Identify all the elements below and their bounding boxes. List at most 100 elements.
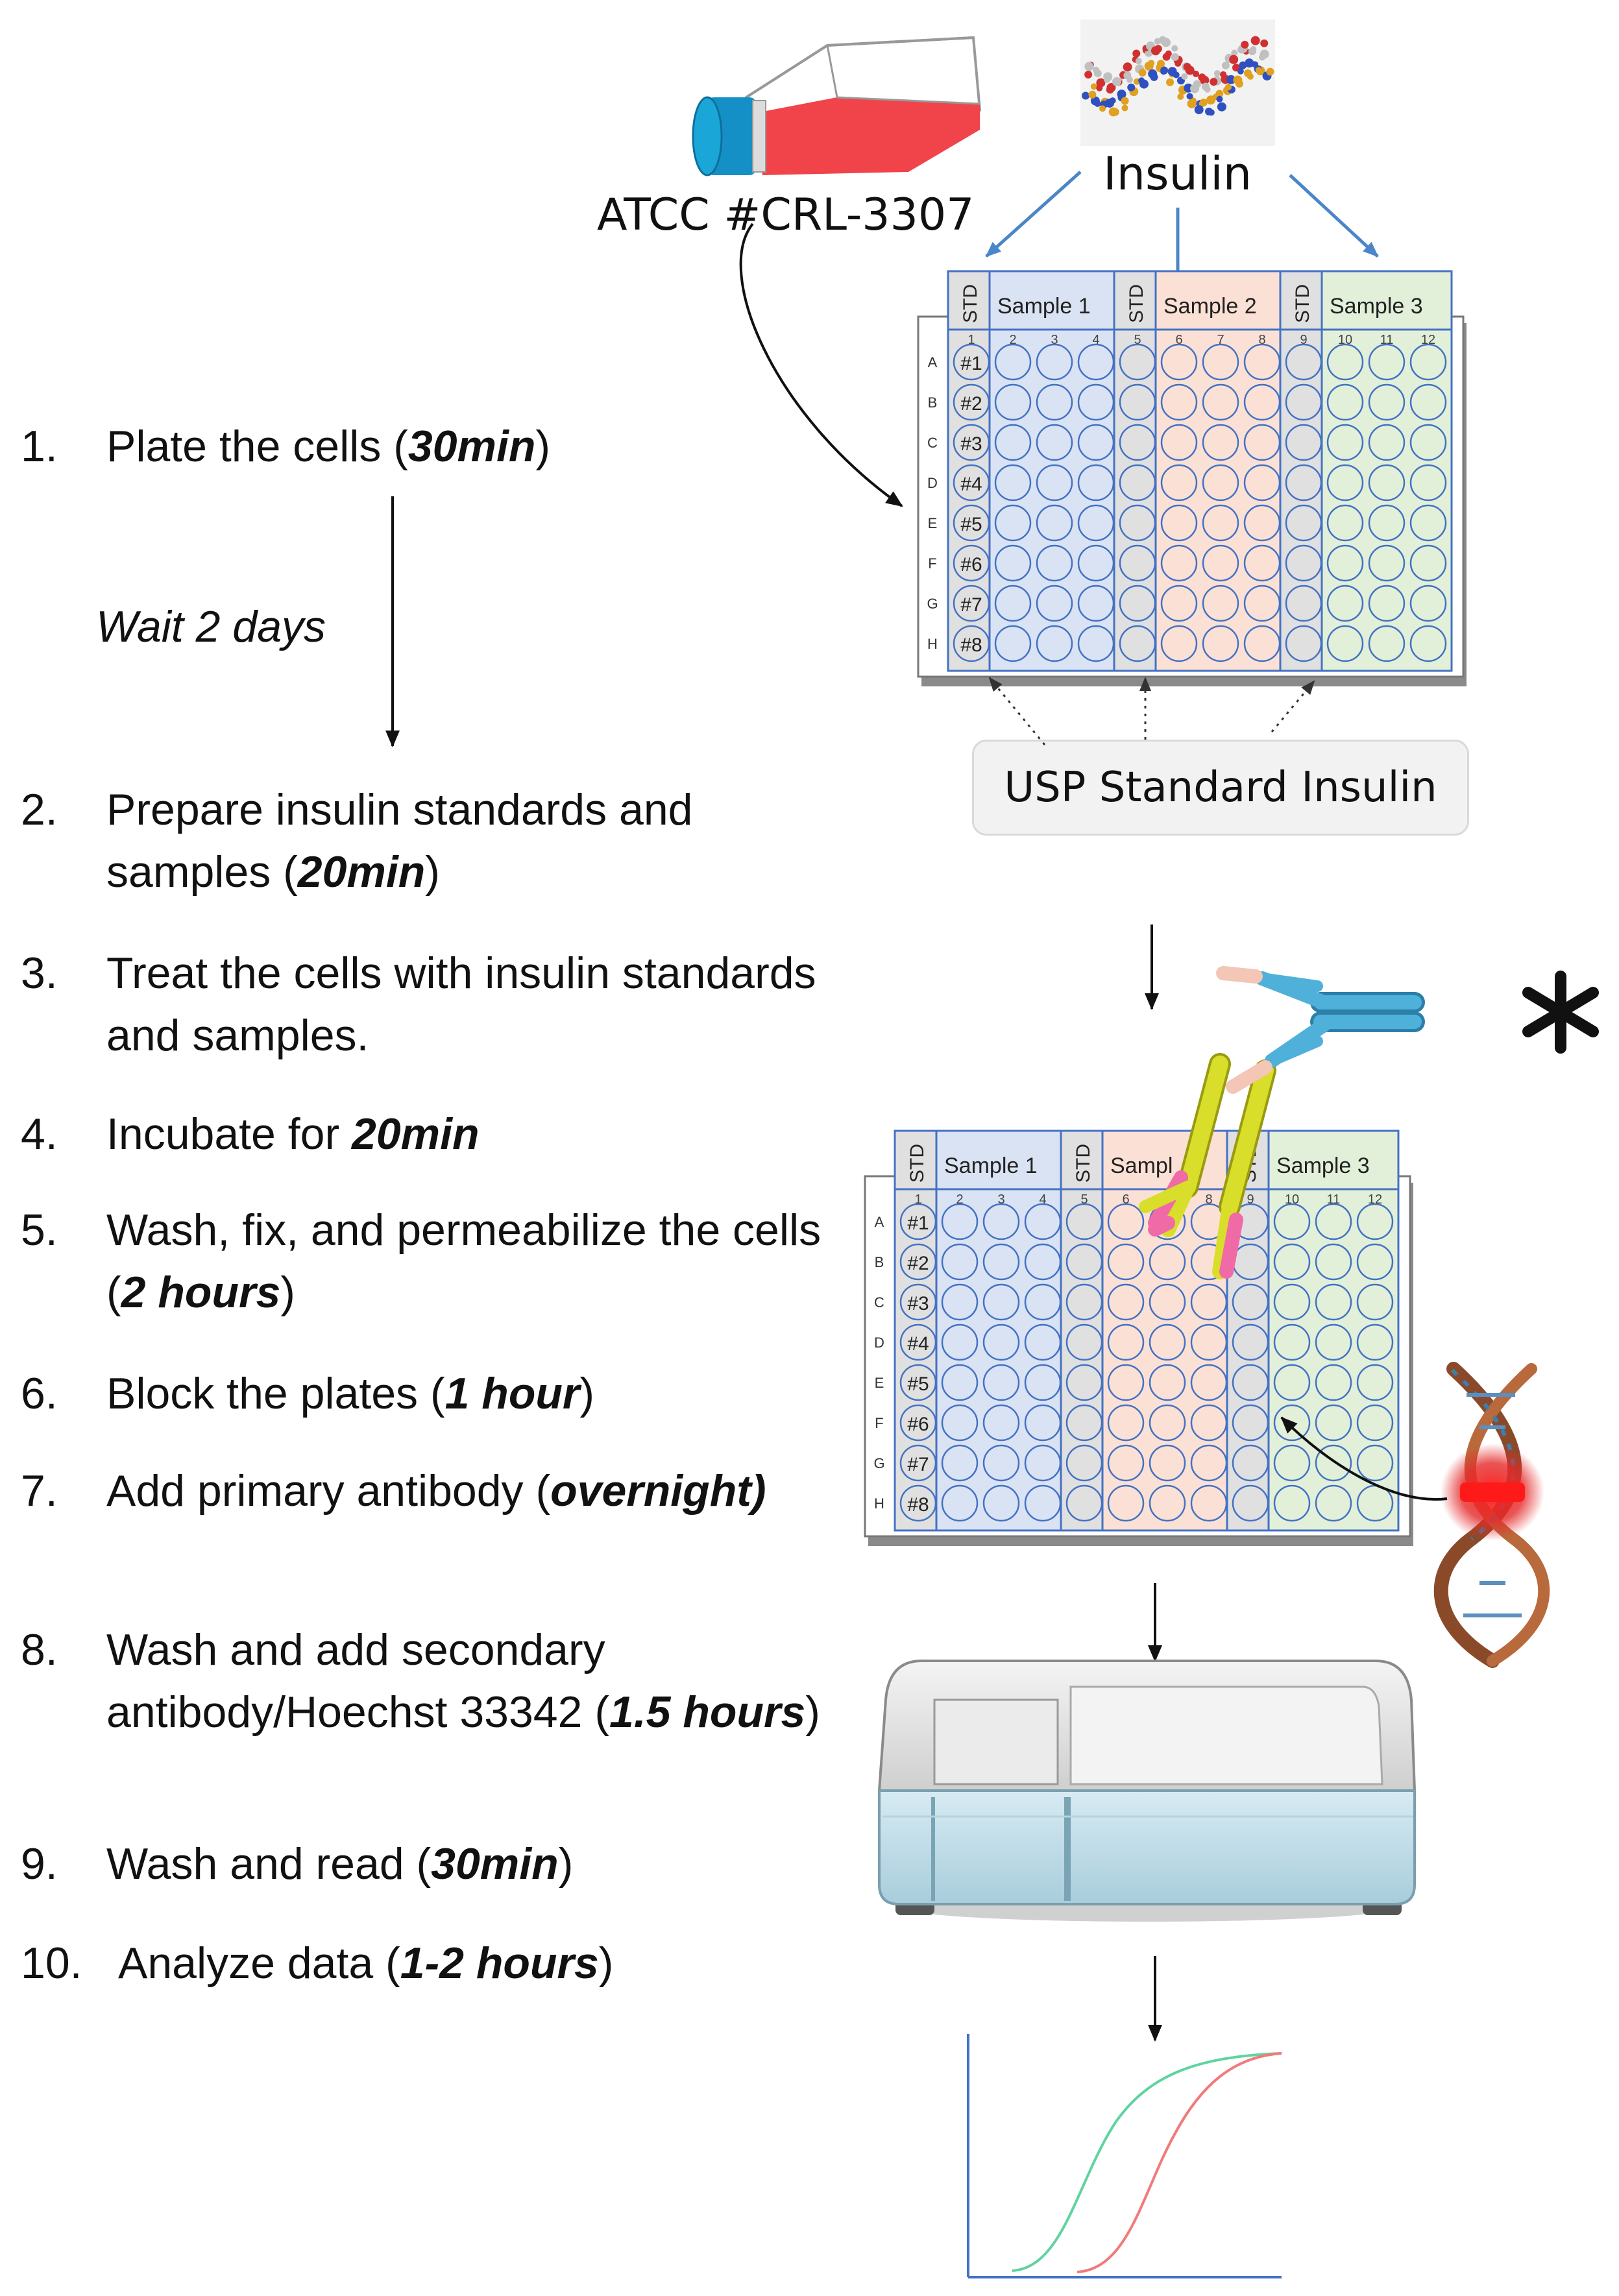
- well: [1149, 1283, 1186, 1321]
- well: [1232, 1323, 1269, 1361]
- step-number: 5.: [21, 1205, 58, 1255]
- std-label: STD: [1126, 284, 1147, 323]
- step-text-part: Plate the cells (: [106, 422, 408, 471]
- step-text: Plate the cells (30min): [106, 415, 846, 477]
- step-text-part: ): [425, 847, 440, 897]
- well: [1190, 1323, 1228, 1361]
- well: [1368, 625, 1406, 662]
- well: [1160, 504, 1198, 542]
- well: [1243, 625, 1281, 662]
- row-letter: G: [927, 596, 938, 612]
- std-well-label: #8: [907, 1494, 929, 1516]
- well: [1119, 383, 1156, 421]
- sample-label: Sample 3: [1276, 1154, 1370, 1178]
- well: [1356, 1323, 1394, 1361]
- step-duration: 1.5 hours: [609, 1687, 806, 1737]
- well: [899, 1283, 937, 1321]
- well: [899, 1243, 937, 1281]
- well: [1315, 1484, 1352, 1522]
- std-header: [1113, 270, 1162, 337]
- well: [994, 544, 1032, 582]
- std-label: STD: [1292, 284, 1313, 323]
- std-well-label: #1: [907, 1213, 929, 1234]
- well: [1077, 383, 1115, 421]
- well: [1107, 1404, 1145, 1442]
- well: [1077, 464, 1115, 501]
- well: [899, 1364, 937, 1401]
- step-text-part: Add primary antibody (: [106, 1466, 551, 1516]
- well: [1285, 625, 1322, 662]
- column-number: 5: [1134, 333, 1141, 347]
- well: [1243, 343, 1281, 381]
- well: [1285, 585, 1322, 622]
- well: [1160, 383, 1198, 421]
- sample-label: Sample 1: [997, 294, 1091, 319]
- row-letter: E: [875, 1375, 884, 1391]
- step-duration: overnight): [550, 1466, 766, 1516]
- step-text-part: Block the plates (: [106, 1369, 445, 1418]
- step-duration: 30min: [408, 422, 536, 471]
- well: [1326, 464, 1364, 501]
- well: [1065, 1203, 1103, 1240]
- well: [982, 1364, 1020, 1401]
- row-letter: H: [874, 1495, 884, 1512]
- step-text-part: Treat the cells with insulin standards a…: [106, 949, 816, 1060]
- std-label: STD: [960, 284, 981, 323]
- well: [1024, 1404, 1062, 1442]
- well: [1107, 1323, 1145, 1361]
- well: [1160, 464, 1198, 501]
- std-header: [1279, 270, 1328, 337]
- insulin-arrow-sample1: [985, 171, 1082, 258]
- curve-red: [1077, 2052, 1282, 2273]
- well: [1202, 504, 1239, 542]
- well: [1243, 424, 1281, 461]
- hoechst-arrow: [1280, 1416, 1448, 1501]
- step-text-part: ): [805, 1687, 820, 1737]
- well: [1368, 544, 1406, 582]
- well: [1190, 1364, 1228, 1401]
- std-well-label: #4: [960, 474, 982, 495]
- well: [1036, 383, 1073, 421]
- row-letter: C: [874, 1294, 884, 1311]
- well: [1107, 1243, 1145, 1281]
- well: [1190, 1444, 1228, 1482]
- well: [1285, 383, 1322, 421]
- row-letter: B: [875, 1254, 884, 1270]
- well: [1036, 504, 1073, 542]
- well: [1315, 1283, 1352, 1321]
- well: [1409, 585, 1447, 622]
- well: [1409, 383, 1447, 421]
- row-letter: E: [928, 515, 938, 531]
- well: [1326, 383, 1364, 421]
- well: [1368, 424, 1406, 461]
- well: [1243, 504, 1281, 542]
- sample-label: Sampl: [1110, 1154, 1173, 1178]
- primary-antibody-icon: [1139, 1053, 1276, 1279]
- std-well-label: #8: [960, 634, 982, 656]
- sample-label: Sample 3: [1330, 294, 1423, 319]
- well: [1368, 464, 1406, 501]
- std-well-label: #3: [960, 433, 982, 455]
- well: [1024, 1444, 1062, 1482]
- step-number: 2.: [21, 785, 58, 834]
- well: [1024, 1283, 1062, 1321]
- well: [1065, 1323, 1103, 1361]
- well: [1315, 1243, 1352, 1281]
- row-letter: F: [928, 555, 936, 572]
- well: [1409, 625, 1447, 662]
- well: [1409, 424, 1447, 461]
- well: [994, 383, 1032, 421]
- step-text-part: Prepare insulin standards and samples (: [106, 785, 693, 897]
- well: [1024, 1364, 1062, 1401]
- cell-line-label: ATCC #CRL-3307: [597, 189, 975, 241]
- step-duration: 20min: [352, 1109, 480, 1159]
- well: [1409, 343, 1447, 381]
- step-text-part: ): [598, 1939, 614, 1988]
- std-well-label: #6: [960, 554, 982, 575]
- well: [953, 464, 990, 501]
- well: [982, 1444, 1020, 1482]
- column-number: 11: [1380, 333, 1394, 347]
- well: [1273, 1323, 1311, 1361]
